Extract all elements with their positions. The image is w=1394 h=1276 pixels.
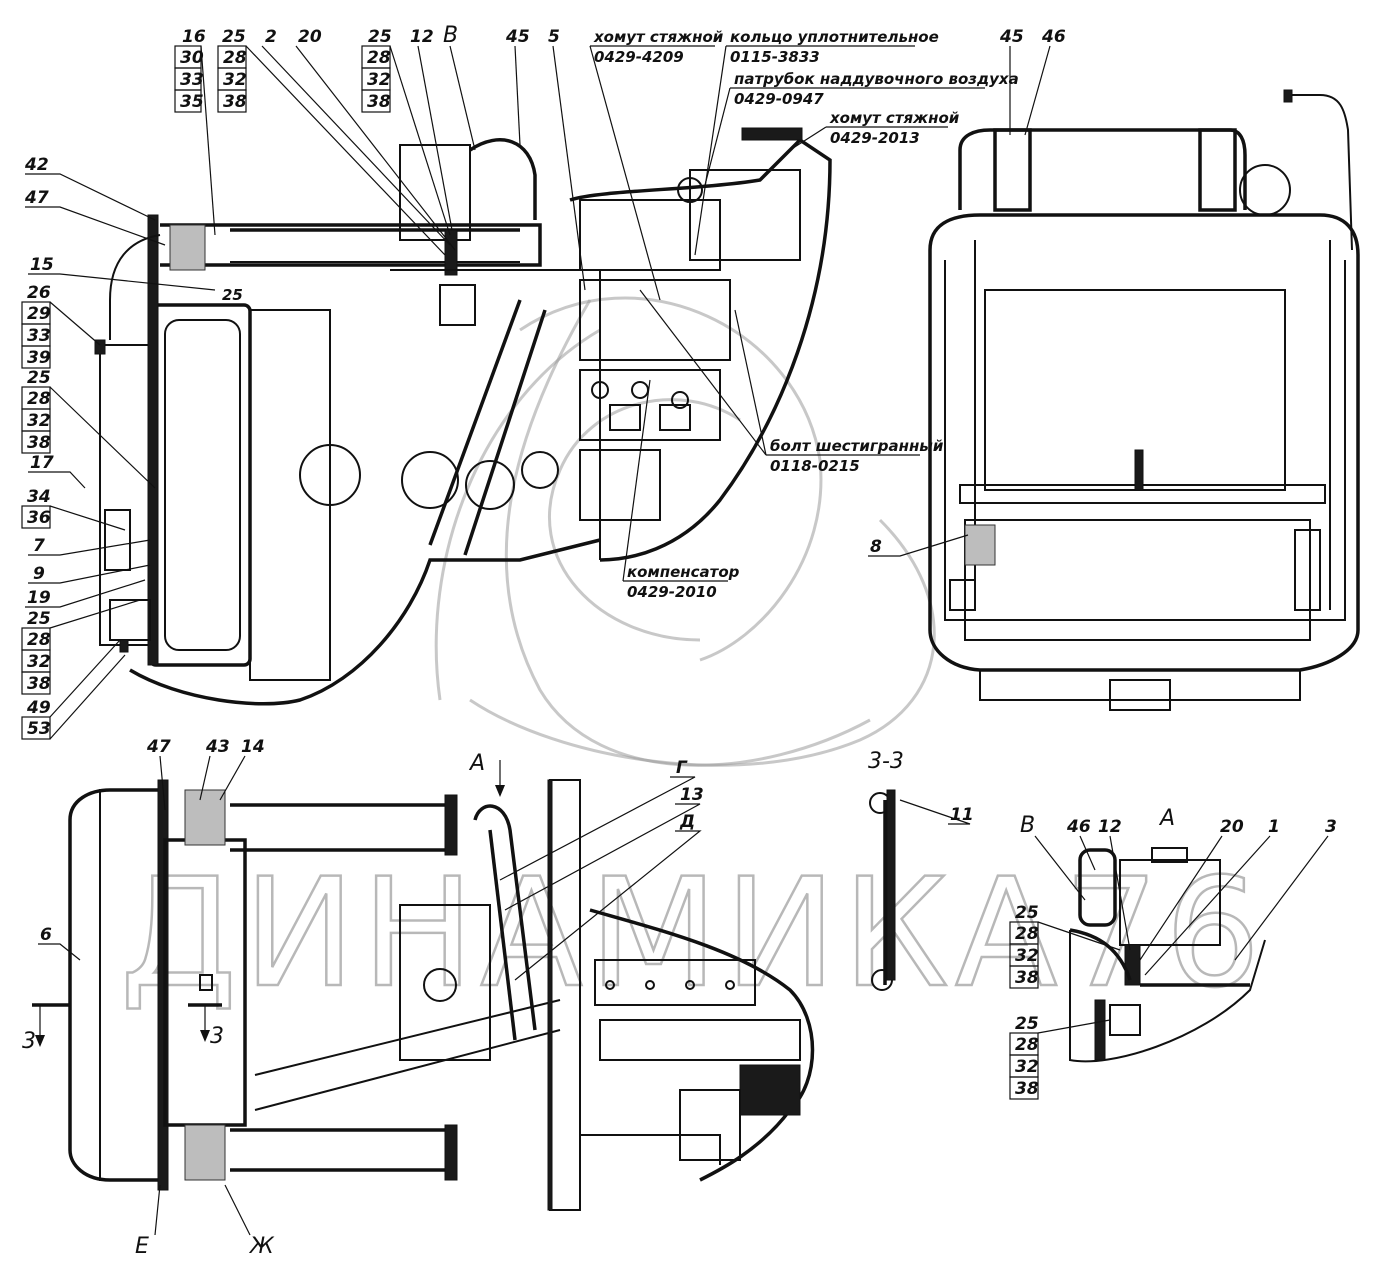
named-parts-labels: хомут стяжной 0429-4209 кольцо уплотните… (589, 28, 1019, 601)
callout-38-detail-a: 38 (1015, 968, 1039, 988)
callout-28-mid: 28 (367, 48, 391, 68)
callout-6: 6 (40, 925, 52, 945)
callout-46-front: 46 (1041, 27, 1066, 47)
callout-20: 20 (298, 27, 322, 47)
callout-32-detail-b: 32 (1015, 1057, 1039, 1077)
callout-25-detail-b: 25 (1015, 1014, 1039, 1034)
callout-28-left-a: 28 (27, 389, 51, 409)
callout-20-detail: 20 (1220, 817, 1244, 837)
callout-25-mid: 25 (368, 27, 392, 47)
callout-28-detail-a: 28 (1015, 924, 1039, 944)
callout-25-detail-a: 25 (1015, 903, 1039, 923)
callout-7: 7 (33, 536, 45, 556)
front-view-drawing (928, 89, 1360, 711)
bolt-code: 0118-0215 (770, 457, 860, 475)
ring-name: кольцо уплотнительное (730, 28, 939, 46)
callout-38-detail-b: 38 (1015, 1079, 1039, 1099)
callout-47-top: 47 (24, 188, 49, 208)
bolt-name: болт шестигранный (770, 437, 944, 455)
callout-13: 13 (680, 785, 704, 805)
view-label-b-detail: В (1020, 813, 1035, 838)
callout-15: 15 (30, 255, 54, 275)
callout-45-front: 45 (999, 27, 1024, 47)
callout-32-top: 32 (223, 70, 247, 90)
callout-49: 49 (26, 698, 51, 718)
callout-53: 53 (27, 719, 51, 739)
callout-25-left-a: 25 (27, 368, 51, 388)
pipe-code: 0429-0947 (734, 90, 824, 108)
callout-11: 11 (950, 805, 974, 825)
clamp-4209-name: хомут стяжной (593, 28, 724, 46)
callout-32-left-a: 32 (27, 411, 51, 431)
callout-2: 2 (265, 27, 277, 47)
pipe-name: патрубок наддувочного воздуха (734, 70, 1019, 88)
section-label-mid: 3 (210, 1024, 224, 1049)
compensator-code: 0429-2010 (627, 583, 717, 601)
callout-9: 9 (33, 564, 45, 584)
callout-5: 5 (548, 27, 560, 47)
label-zh: Ж (248, 1234, 275, 1259)
clamp-2013-code: 0429-2013 (830, 129, 920, 147)
callout-12: 12 (410, 27, 434, 47)
callout-1-detail: 1 (1268, 817, 1280, 837)
callouts-top-left: 16 30 33 35 25 28 32 38 2 20 25 28 32 38… (21, 23, 586, 740)
callout-28-detail-b: 28 (1015, 1035, 1039, 1055)
callout-25-top: 25 (222, 27, 246, 47)
callout-30: 30 (180, 48, 204, 68)
callout-28-left-b: 28 (27, 630, 51, 650)
callout-25-near-radiator: 25 (222, 286, 243, 304)
callout-45: 45 (505, 27, 530, 47)
callout-16: 16 (182, 27, 206, 47)
view-label-b: В (443, 23, 458, 48)
label-d: Д (679, 812, 695, 832)
callout-32-left-b: 32 (27, 652, 51, 672)
callout-39: 39 (27, 348, 51, 368)
view-label-a: А (468, 751, 485, 776)
callout-38-top: 38 (223, 92, 247, 112)
callout-35: 35 (180, 92, 204, 112)
view-label-a-detail: А (1158, 806, 1175, 831)
callout-19: 19 (27, 588, 51, 608)
clamp-2013-name: хомут стяжной (829, 109, 960, 127)
callout-12-detail: 12 (1098, 817, 1122, 837)
ring-code: 0115-3833 (730, 48, 820, 66)
callout-28-top: 28 (223, 48, 247, 68)
callouts-bottom-left: 47 43 14 А Г 13 Д 6 3 3 Е Ж (22, 737, 704, 1259)
callout-38-mid: 38 (367, 92, 391, 112)
callout-25-left-b: 25 (27, 609, 51, 629)
label-e: Е (135, 1234, 149, 1259)
callout-46-detail: 46 (1066, 817, 1091, 837)
callout-17: 17 (30, 453, 54, 473)
callout-38-left-a: 38 (27, 433, 51, 453)
callout-26: 26 (27, 283, 51, 303)
callouts-bottom-right: В 46 12 А 20 1 3 25 28 32 38 25 28 32 38 (1009, 806, 1337, 1100)
callout-32-mid: 32 (367, 70, 391, 90)
view-a-arrow (495, 785, 505, 797)
callout-34: 34 (27, 487, 51, 507)
side-view-drawing (94, 127, 832, 706)
watermark-text: ДИНАМИКА76 (120, 847, 1266, 1021)
callout-43: 43 (205, 737, 230, 757)
callout-42: 42 (24, 155, 49, 175)
section-title: 3-3 (868, 749, 904, 774)
callout-47-plan: 47 (146, 737, 171, 757)
callout-33: 33 (180, 70, 204, 90)
callout-29: 29 (27, 304, 51, 324)
clamp-4209-code: 0429-4209 (594, 48, 684, 66)
callout-36: 36 (27, 508, 51, 528)
callout-33-left: 33 (27, 326, 51, 346)
callouts-top-right: 45 46 8 (868, 27, 1066, 557)
callout-3-detail: 3 (1325, 817, 1337, 837)
section-label-left: 3 (22, 1029, 36, 1054)
callout-38-left-b: 38 (27, 674, 51, 694)
callout-14: 14 (241, 737, 265, 757)
plan-view-drawing (68, 779, 815, 1211)
label-g: Г (676, 758, 688, 778)
section-3-3: 3-3 11 (868, 749, 974, 991)
callout-32-detail-a: 32 (1015, 946, 1039, 966)
compensator-name: компенсатор (627, 563, 740, 581)
callout-8: 8 (870, 537, 882, 557)
